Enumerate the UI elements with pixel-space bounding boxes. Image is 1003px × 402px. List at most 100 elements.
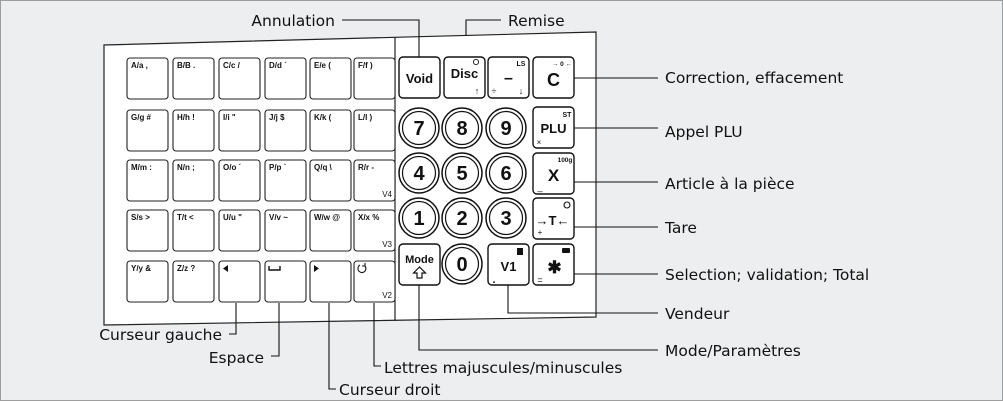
digit-key-2[interactable]: 2	[441, 197, 483, 239]
key-label: C	[547, 70, 560, 90]
key-ring-inner	[401, 155, 437, 191]
alpha-key[interactable]: H/h !	[172, 109, 215, 152]
key-cap	[126, 57, 169, 100]
cursor-left-icon	[223, 265, 228, 272]
key-cap	[532, 197, 575, 240]
tare-key[interactable]: →T←+	[532, 197, 575, 240]
digit-key-0[interactable]: 0	[441, 243, 483, 285]
key-cap	[218, 209, 261, 252]
key-cap	[218, 57, 261, 100]
key-label: L/l )	[358, 113, 373, 122]
key-sub-label: ÷	[492, 86, 497, 96]
digit-key-4[interactable]: 4	[398, 152, 440, 194]
key-cap	[353, 109, 396, 152]
alpha-key[interactable]: C/c /	[218, 57, 261, 100]
callout-leader-lines	[229, 19, 658, 390]
digit-key-9[interactable]: 9	[485, 107, 527, 149]
label-vendeur: Vendeur	[665, 305, 730, 323]
key-label: ✱	[547, 258, 561, 277]
digit-key-7[interactable]: 7	[398, 107, 440, 149]
leader-curseur-gauche	[229, 303, 237, 335]
key-label: F/f )	[358, 61, 373, 70]
void-key[interactable]: Void	[398, 56, 441, 99]
alpha-key[interactable]: R/r -V4	[353, 159, 396, 202]
label-article: Article à la pièce	[665, 175, 795, 193]
key-cap	[126, 209, 169, 252]
alpha-key[interactable]: M/m :	[126, 159, 169, 202]
label-correction: Correction, effacement	[665, 69, 844, 87]
digit-key-8[interactable]: 8	[441, 107, 483, 149]
alpha-key[interactable]: S/s >	[126, 209, 169, 252]
label-appel-plu: Appel PLU	[665, 123, 743, 141]
alpha-key[interactable]: X/x %V3	[353, 209, 396, 252]
key-label: D/d ´	[269, 61, 287, 70]
alpha-key[interactable]: I/i "	[218, 109, 261, 152]
key-cap	[309, 109, 352, 152]
key-cap	[264, 159, 307, 202]
alpha-key[interactable]: V2	[353, 260, 396, 303]
key-cap	[487, 56, 530, 99]
alpha-key[interactable]: V/v ~	[264, 209, 307, 252]
digit-key-6[interactable]: 6	[485, 152, 527, 194]
alpha-key[interactable]: Y/y &	[126, 260, 169, 303]
key-label: B/B .	[177, 61, 195, 70]
disc-key[interactable]: Disc↑	[443, 56, 486, 99]
alpha-key[interactable]	[218, 260, 261, 303]
leader-curseur-droit	[328, 303, 336, 390]
key-label: J/j $	[269, 113, 285, 122]
alpha-key[interactable]: D/d ´	[264, 57, 307, 100]
alpha-key[interactable]: E/e (	[309, 57, 352, 100]
alpha-key[interactable]: A/a ,	[126, 57, 169, 100]
key-label: Q/q \	[314, 163, 333, 172]
clear-key[interactable]: C → 0 ←	[532, 56, 575, 99]
cursor-right-icon	[314, 265, 319, 272]
minus-key[interactable]: –LS÷↓	[487, 56, 530, 99]
label-curseur-droit: Curseur droit	[339, 381, 441, 399]
key-cap	[532, 152, 575, 195]
alpha-key[interactable]: K/k (	[309, 109, 352, 152]
key-cap	[126, 159, 169, 202]
key-label: –	[504, 70, 513, 87]
key-label: V/v ~	[269, 213, 288, 222]
alpha-key[interactable]: Z/z ?	[172, 260, 215, 303]
digit-key-3[interactable]: 3	[485, 197, 527, 239]
alpha-key[interactable]: P/p `	[264, 159, 307, 202]
alpha-key[interactable]: G/g #	[126, 109, 169, 152]
digit-key-1[interactable]: 1	[398, 197, 440, 239]
key-cap	[443, 56, 486, 99]
alpha-key[interactable]	[264, 260, 307, 303]
key-ring-inner	[488, 155, 524, 191]
total-key[interactable]: ✱=	[532, 243, 575, 286]
mode-key[interactable]: Mode	[398, 243, 441, 286]
alpha-key[interactable]: U/u "	[218, 209, 261, 252]
alpha-key[interactable]	[309, 260, 352, 303]
v1-key[interactable]: V1.	[487, 243, 530, 286]
key-cap	[309, 260, 352, 303]
key-ring-inner	[401, 110, 437, 146]
leader-espace	[271, 303, 280, 357]
digit-key-5[interactable]: 5	[441, 152, 483, 194]
alpha-key[interactable]: L/l )	[353, 109, 396, 152]
alpha-key[interactable]: J/j $	[264, 109, 307, 152]
alpha-key[interactable]: N/n ;	[172, 159, 215, 202]
alpha-key[interactable]: O/o ´	[218, 159, 261, 202]
key-label: U/u "	[223, 213, 242, 222]
alpha-key[interactable]: T/t <	[172, 209, 215, 252]
alpha-key[interactable]: Q/q \	[309, 159, 352, 202]
alpha-key[interactable]: B/B .	[172, 57, 215, 100]
alpha-key[interactable]: F/f )	[353, 57, 396, 100]
key-label: Void	[406, 71, 433, 86]
key-label: 6	[500, 163, 511, 185]
key-label: X/x %	[358, 213, 379, 222]
key-label: 4	[413, 163, 425, 185]
alpha-key[interactable]: W/w @	[309, 209, 352, 252]
key-label: 2	[456, 208, 467, 230]
key-cap	[172, 159, 215, 202]
label-selection: Selection; validation; Total	[665, 266, 870, 284]
key-corner-label: → 0 ←	[552, 61, 572, 68]
